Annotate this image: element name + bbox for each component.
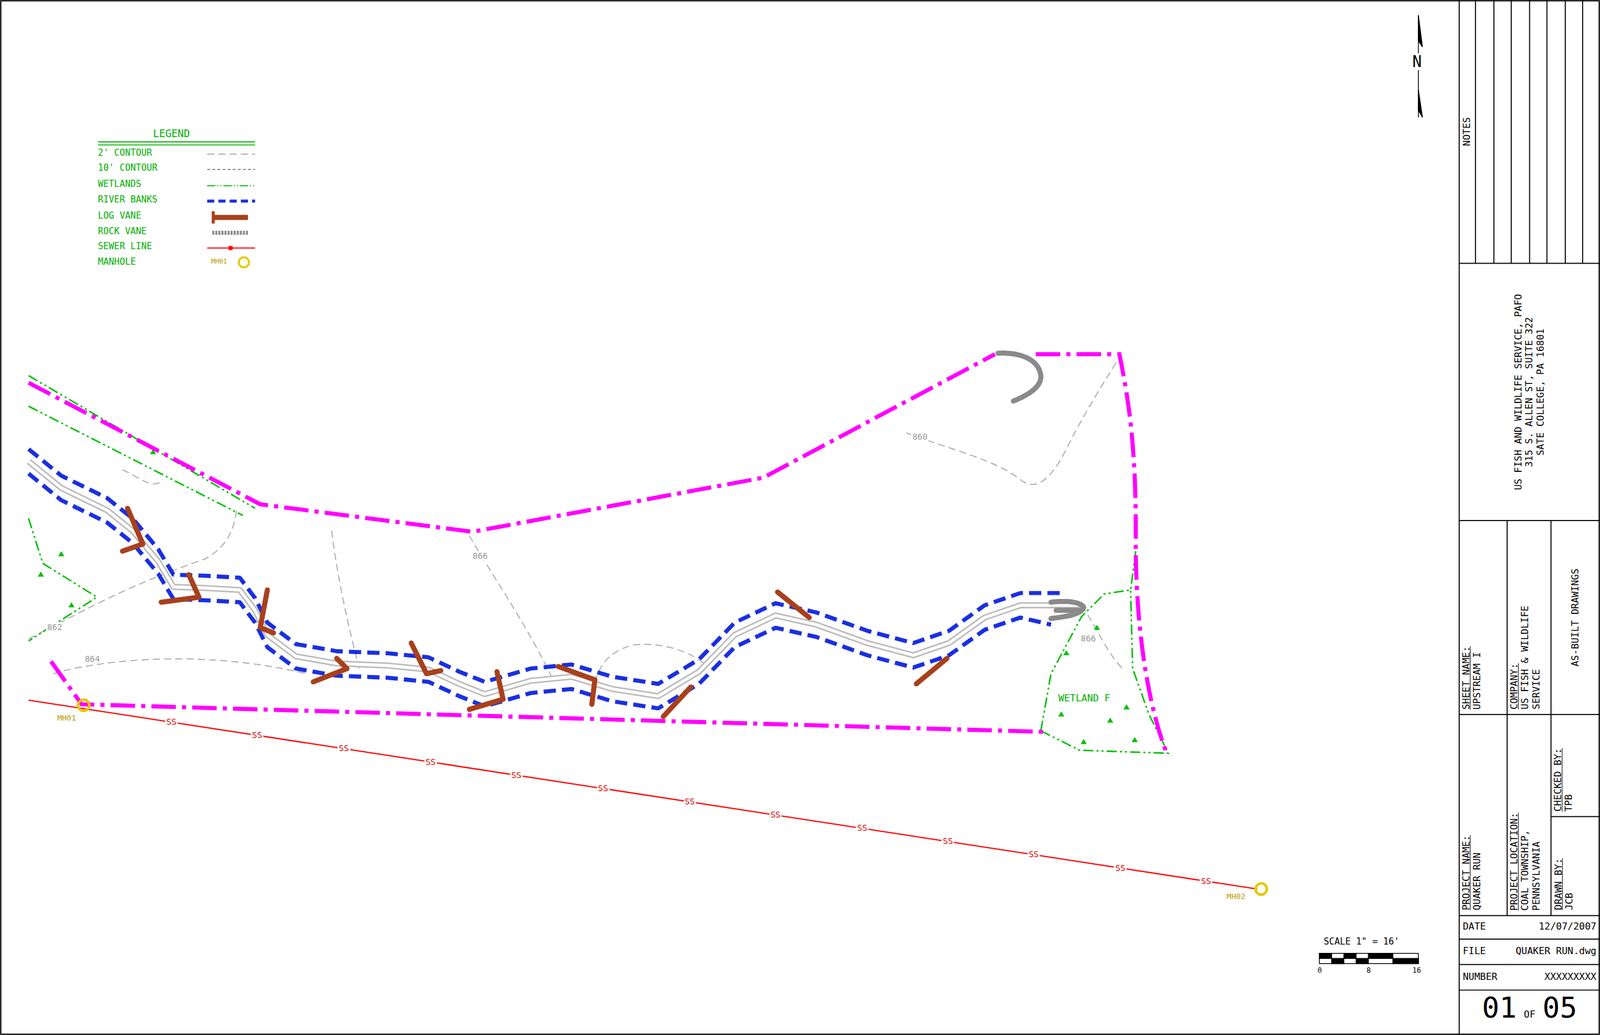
title-block-cell: NUMBER XXXXXXXXX: [1459, 964, 1600, 991]
title-block-cell: US FISH AND WILDLIFE SERVICE, PAFO315 S.…: [1459, 262, 1600, 520]
legend-text: MANHOLE: [98, 257, 136, 267]
title-block-cell: CHECKED BY:TPB: [1550, 714, 1600, 816]
map-label: SS: [250, 730, 264, 740]
cell-frame: US FISH AND WILDLIFE SERVICE, PAFO315 S.…: [1459, 262, 1600, 520]
cell-heading: DATE: [1462, 921, 1487, 933]
map-label: SS: [1199, 876, 1213, 886]
cell-heading: DRAWN BY:: [1552, 858, 1564, 911]
title-block-cell: COMPANY:US FISH & WILDLIFE SERVICE: [1507, 520, 1551, 715]
legend-text: ROCK VANE: [98, 227, 147, 237]
map-label: SS: [769, 809, 782, 820]
title-block-cell: NOTES: [1459, 0, 1476, 263]
map-label: 16: [1411, 966, 1423, 975]
cell-heading: CHECKED BY:: [1552, 748, 1564, 812]
cell-heading: FILE: [1462, 945, 1487, 957]
cell-heading: NUMBER: [1462, 971, 1498, 983]
cell-heading: PROJECT LOCATION:: [1508, 812, 1520, 911]
title-block-cell: AS-BUILT DRAWINGS: [1550, 520, 1600, 715]
map-label: WETLAND F: [1057, 693, 1112, 704]
cell-frame: NUMBER XXXXXXXXX: [1459, 964, 1600, 991]
cell-value: SATE COLLEGE, PA 16801: [1535, 328, 1547, 456]
cell-value: COAL TOWNSHIP, PENNSYLVANIA: [1519, 826, 1542, 911]
map-label: 862: [46, 622, 64, 632]
title-block-cell: DATE 12/07/2007: [1459, 915, 1600, 939]
map-label: 860: [911, 431, 929, 442]
cell-heading: 01: [1481, 993, 1517, 1022]
cell-value: 12/07/2007: [1538, 921, 1597, 933]
cell-value: 05: [1542, 993, 1578, 1022]
cell-value: TPB: [1564, 794, 1575, 812]
cell-frame: DATE 12/07/2007: [1459, 915, 1600, 939]
cell-frame: COMPANY:US FISH & WILDLIFE SERVICE: [1507, 520, 1551, 715]
legend-text: 2' CONTOUR: [98, 148, 153, 158]
legend-text: WETLANDS: [98, 179, 142, 189]
cell-value: XXXXXXXXX: [1544, 971, 1597, 983]
cell-heading: AS-BUILT DRAWINGS: [1570, 568, 1581, 667]
cell-frame: PROJECT NAME:QUAKER RUN: [1459, 714, 1508, 916]
cell-frame: NOTES: [1459, 0, 1476, 263]
cell-frame: SHEET NAME:UPSTREAM I: [1459, 520, 1508, 715]
cell-value: UPSTREAM I: [1471, 651, 1483, 710]
map-label: SS: [1114, 863, 1127, 873]
map-label: SS: [856, 823, 869, 833]
cell-frame: AS-BUILT DRAWINGS: [1550, 520, 1600, 715]
map-label: SS: [510, 770, 523, 780]
cell-value: 315 S. ALLEN ST, SUITE 322: [1523, 316, 1535, 467]
map-label: 864: [83, 654, 102, 664]
map-label: SS: [424, 757, 437, 767]
legend-text: LOG VANE: [98, 211, 142, 221]
title-block-cell: PROJECT LOCATION:COAL TOWNSHIP, PENNSYLV…: [1507, 714, 1551, 916]
map-label: 866: [471, 551, 489, 561]
map-label: N: [1411, 53, 1424, 71]
cell-heading: NOTES: [1461, 117, 1473, 147]
cell-heading: COMPANY:: [1508, 663, 1520, 710]
cell-frame: 01OF 05: [1459, 989, 1600, 1035]
cell-value: US FISH & WILDLIFE SERVICE: [1519, 602, 1542, 710]
map-label: SS: [1027, 849, 1040, 860]
legend-text: 10' CONTOUR: [98, 163, 158, 173]
map-label: SS: [683, 796, 697, 807]
map-label: SS: [596, 783, 610, 794]
map-label: MH01: [211, 258, 228, 265]
map-label: 0: [1316, 966, 1323, 975]
map-label: SS: [165, 717, 178, 727]
map-label: LEGEND: [153, 128, 190, 139]
title-block-cell: DRAWN BY:JCB: [1550, 816, 1600, 916]
cell-heading: SHEET NAME:: [1461, 645, 1472, 710]
title-block-cell: SHEET NAME:UPSTREAM I: [1459, 520, 1508, 715]
legend-text: RIVER BANKS: [98, 195, 158, 205]
map-label: 8: [1365, 966, 1372, 975]
cell-value: QUAKER RUN.dwg: [1515, 945, 1597, 957]
legend-text: SEWER LINE: [98, 242, 153, 251]
cell-frame: PROJECT LOCATION:COAL TOWNSHIP, PENNSYLV…: [1507, 714, 1551, 916]
map-label: SS: [337, 743, 351, 753]
cell-value: QUAKER RUN: [1471, 853, 1483, 911]
map-label: SS: [941, 836, 955, 846]
title-block-cell: 01OF 05: [1459, 989, 1600, 1035]
cell-heading: US FISH AND WILDLIFE SERVICE, PAFO: [1513, 293, 1524, 491]
cell-frame: DRAWN BY:JCB: [1550, 816, 1600, 916]
map-label: 866: [1079, 633, 1097, 644]
map-label: SCALE 1" = 16': [1322, 936, 1401, 948]
map-label: MH02: [1225, 891, 1247, 901]
map-label: MH01: [56, 713, 78, 723]
title-block-cell: FILE QUAKER RUN.dwg: [1459, 938, 1600, 965]
cell-value: OF: [1523, 1009, 1536, 1020]
title-block-cell: PROJECT NAME:QUAKER RUN: [1459, 714, 1508, 916]
cell-heading: PROJECT NAME:: [1461, 835, 1472, 911]
cell-value: JCB: [1564, 893, 1575, 911]
cell-frame: FILE QUAKER RUN.dwg: [1459, 938, 1600, 965]
cell-frame: CHECKED BY:TPB: [1550, 714, 1600, 816]
